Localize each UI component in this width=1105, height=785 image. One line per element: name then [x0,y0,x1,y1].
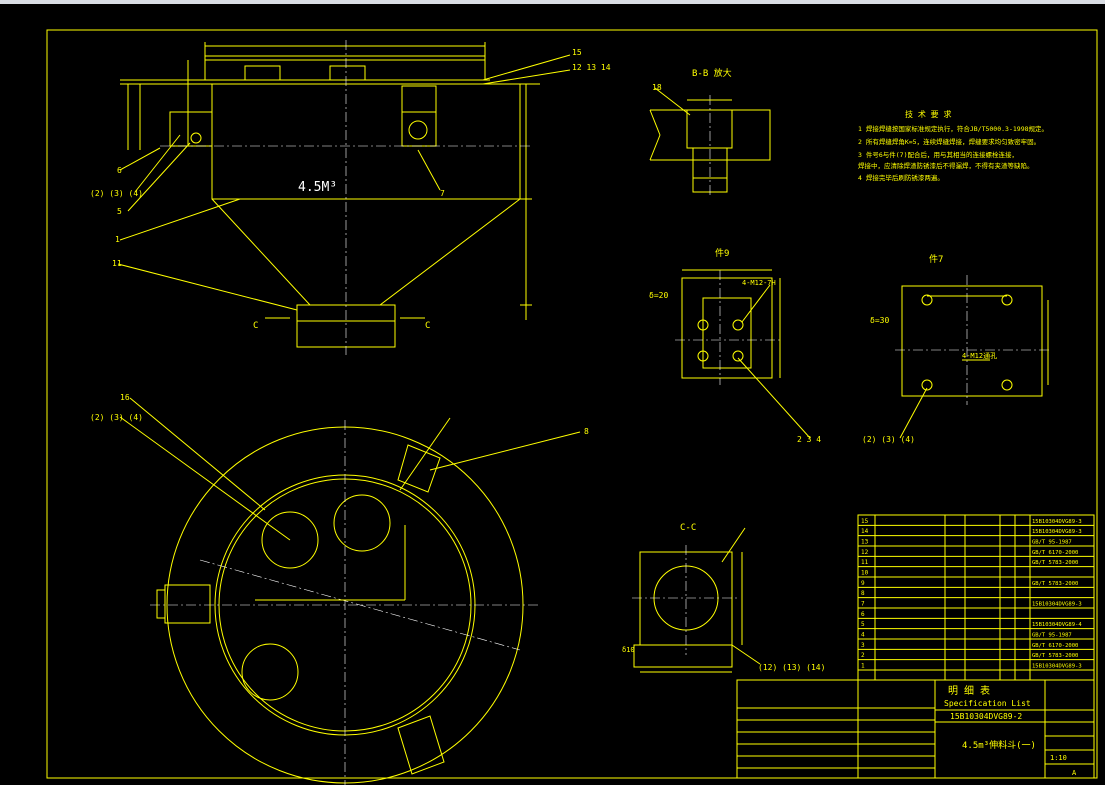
bom-row-code: GB/T 95-1987 [1032,633,1072,639]
part-label-7: 7 [440,189,445,198]
bom-row-number: 4 [861,632,865,639]
tech-line-3: 3 件号6与件(7)配合后，用与其相当的连接螺栓连接， [858,150,1018,159]
drawing-scale: 1:10 [1050,754,1067,762]
bom-row-code: GB/T 5783-2000 [1032,581,1078,587]
volume-label: 4.5M³ [298,180,337,195]
title-block: 明 细 表 Specification List 15B10304DVG89-2… [736,679,1095,779]
bom-row-number: 13 [861,539,869,546]
part-label-12-13-14: 12 13 14 [572,63,611,72]
bom-row-code: GB/T 5783-2000 [1032,653,1078,659]
drawing-number: 15B10304DVG89-2 [950,712,1022,721]
bom-row-number: 5 [861,621,865,628]
bom-row-code: GB/T 6170-2000 [1032,550,1078,556]
bom-row-code: 15B10304DVG89-4 [1032,622,1082,628]
bom-row-code: 15B10304DVG89-3 [1032,519,1082,525]
section-mark-c-left: C [253,321,258,331]
section-bb-title: B-B 放大 [692,67,732,79]
part-label-1: 1 [115,235,120,244]
bom-row-code: GB/T 5783-2000 [1032,560,1078,566]
tech-line-4: 焊接中，应清除焊渣防锈漆后不得漏焊，不得有夹渣等缺陷。 [858,161,1034,170]
bom-row-number: 10 [861,570,869,577]
bom-row-code: 15B10304DVG89-3 [1032,664,1082,670]
part-label-5: 5 [117,207,122,216]
front-view: C C 4.5M³ 15 12 13 14 6 (2) (3) (4) 5 1 … [90,40,611,355]
window-top-edge [0,0,1105,4]
bom-row-number: 11 [861,559,869,566]
thread-callout-m12-through: 4-M12通孔 [962,351,997,360]
bom-row-code: GB/T 6170-2000 [1032,643,1078,649]
part-7-title: 件7 [929,253,943,265]
bom-row-number: 14 [861,528,869,535]
plate-thickness-10: δ10 [622,646,635,654]
section-mark-c-right: C [425,321,430,331]
section-bb-view: B-B 放大 18 [649,67,771,195]
bom-row-number: 6 [861,611,865,618]
tech-line-1: 1 焊接焊缝按国家标准规定执行，符合JB/T5000.3-1998规定。 [858,124,1048,133]
part-label-2-3-4-plate: 2 3 4 [797,435,821,444]
list-subtitle: Specification List [944,699,1031,708]
part-label-2-3-4-front: (2) (3) (4) [90,189,143,198]
bom-row-number: 15 [861,518,869,525]
bom-row-code: 15B10304DVG89-3 [1032,602,1082,608]
part-7-view: 件7 δ=30 4-M12通孔 (2) (3) (4) [862,253,1052,444]
part-label-11: 11 [112,259,122,268]
part-label-8: 8 [584,427,589,436]
list-title: 明 细 表 [948,684,990,697]
bom-row-code: 15B10304DVG89-3 [1032,529,1082,535]
part-9-view: 件9 δ=20 4-M12-7H 2 3 4 [649,247,821,444]
part-9-title: 件9 [715,247,729,259]
bom-row-number: 1 [861,663,865,670]
bom-row-number: 2 [861,652,865,659]
bom-row-number: 12 [861,549,869,556]
drawing-name: 4.5m³伸料斗(一) [962,739,1036,751]
tech-line-2: 2 所有焊缝焊角K=5，连续焊缝焊接，焊缝要求均匀致密牢固。 [858,137,1040,146]
drawing-border [46,29,1098,779]
tech-title: 技 术 要 求 [905,109,951,119]
sheet-size: A [1072,769,1077,777]
bom-row-number: 8 [861,590,865,597]
part-label-16: 16 [120,393,130,402]
bom-row-code: GB/T 95-1987 [1032,540,1072,546]
part-label-15: 15 [572,48,582,57]
section-cc-view: C-C δ10 (12) (13) (14) [622,523,825,673]
part-label-2-3-4-part7: (2) (3) (4) [862,435,915,444]
part-label-2-3-4-plan: (2) (3) (4) [90,413,143,422]
part-label-12-13-14-cc: (12) (13) (14) [758,663,825,672]
plate-thickness-20: δ=20 [649,291,668,300]
part-label-6: 6 [117,166,122,175]
tech-line-5: 4 焊接完毕后刷防锈漆两遍。 [858,173,944,182]
plan-view: (2) (3) (4) 16 8 [90,393,589,785]
bom-row-number: 7 [861,601,865,608]
part-label-18: 18 [652,83,662,92]
plate-thickness-30: δ=30 [870,316,889,325]
tech-requirements: 技 术 要 求 1 焊接焊缝按国家标准规定执行，符合JB/T5000.3-199… [858,109,1048,182]
thread-callout-m12: 4-M12-7H [742,279,776,287]
section-cc-title: C-C [680,523,696,533]
bom-row-number: 3 [861,642,865,649]
bom-row-number: 9 [861,580,865,587]
